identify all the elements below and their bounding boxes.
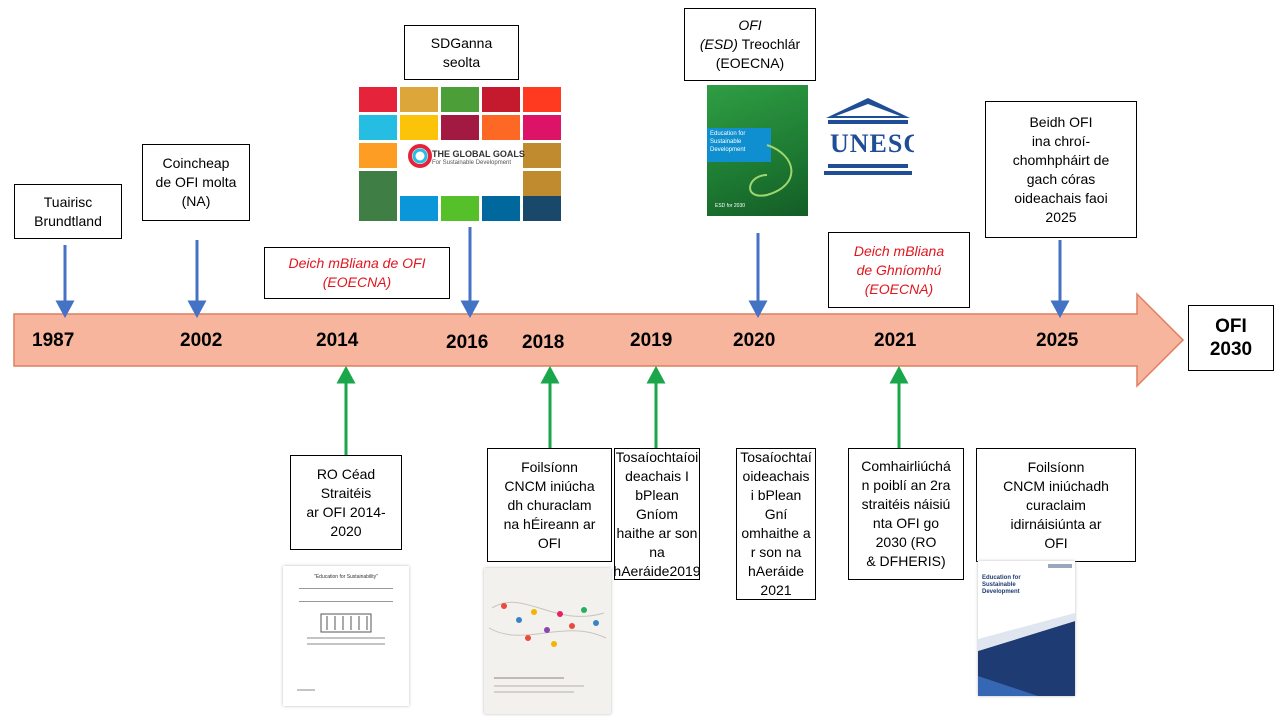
- roadmap-line1: OFI: [738, 17, 762, 33]
- roadmap-cover-line2: Sustainable: [710, 139, 742, 145]
- strategy-doc-title: "Education for Sustainability": [314, 574, 378, 580]
- intl-review-text: Foilsíonn CNCM iniúchadh curaclaim idirn…: [1003, 458, 1109, 551]
- roadmap-treochlar: Treochlár: [737, 36, 801, 52]
- unesco-logo-text: UNESCO: [830, 129, 914, 158]
- event-climate-plan-2019: Tosaíochtaíoi deachais I bPlean Gníom ha…: [613, 448, 701, 580]
- brundtland-line1: Tuairisc: [43, 193, 93, 210]
- roadmap-esd: (ESD): [699, 36, 738, 52]
- event-decade-esd: Deich mBliana de OFI (EOECNA): [264, 247, 450, 299]
- action-decade-line1: Deich mBliana: [853, 242, 945, 259]
- year-2020: 2020: [733, 330, 776, 351]
- event-roadmap: OFI (ESD) Treochlár (EOECNA): [684, 8, 816, 81]
- action-decade-line2: de Ghníomhú: [856, 261, 942, 278]
- year-2016: 2016: [446, 332, 489, 353]
- unesco-logo: UNESCO: [822, 94, 914, 180]
- ncca-report-cover: [484, 568, 611, 714]
- climate2019-text: Tosaíochtaíoi deachais I bPlean Gníom ha…: [613, 448, 701, 579]
- sdg-goals-image: THE GLOBAL GOALS For Sustainable Develop…: [358, 86, 566, 222]
- roadmap-cover-line1: Education for: [710, 131, 746, 137]
- decade-line1: Deich mBliana de OFI: [288, 255, 426, 271]
- year-1987: 1987: [32, 330, 75, 351]
- intl-review-cover: Education for Sustainable Development: [978, 561, 1075, 696]
- end-label-line2: 2030: [1209, 339, 1253, 360]
- event-concept: Coincheap de OFI molta (NA): [142, 144, 250, 221]
- year-2002: 2002: [180, 330, 223, 351]
- core-text: Beidh OFI ina chroí- chomhpháirt de gach…: [1012, 113, 1110, 225]
- year-2014: 2014: [316, 330, 359, 351]
- sdg-image-subtitle: For Sustainable Development: [432, 160, 512, 166]
- intl-cover-shapes: [978, 564, 1075, 696]
- ncca-cover-dots: [488, 601, 607, 693]
- unesco-temple-icon: [824, 98, 912, 175]
- concept-line2: de OFI molta: [155, 174, 237, 190]
- intl-doc-title: Education for Sustainable Development: [982, 575, 1021, 595]
- roadmap-cover-footer: ESD for 2030: [715, 203, 746, 209]
- roadmap-line2: (ESD) Treochlár: [700, 35, 800, 54]
- year-2025: 2025: [1036, 330, 1079, 351]
- event-public-consultation: Comhairliúchá n poiblí an 2ra straitéis …: [848, 448, 964, 580]
- event-ncca-review: Foilsíonn CNCM iniúcha dh churaclam na h…: [487, 448, 612, 562]
- brundtland-line2: Brundtland: [34, 212, 102, 229]
- sdg-grid-graphic: [359, 87, 561, 221]
- year-2018: 2018: [522, 332, 565, 353]
- roadmap-line3: (EOECNA): [715, 55, 785, 71]
- sdg-image-title: THE GLOBAL GOALS: [432, 149, 525, 159]
- end-label-line1: OFI: [1215, 316, 1247, 337]
- strategy-doc-emblem: [297, 613, 385, 691]
- year-2019: 2019: [630, 330, 673, 351]
- consultation-text: Comhairliúchá n poiblí an 2ra straitéis …: [861, 458, 951, 569]
- event-international-review: Foilsíonn CNCM iniúchadh curaclaim idirn…: [976, 448, 1136, 562]
- concept-line1: Coincheap: [162, 155, 230, 171]
- strategy-document-cover: "Education for Sustainability": [283, 566, 409, 706]
- esd-roadmap-cover: Education for Sustainable Development ES…: [707, 85, 808, 216]
- event-action-decade: Deich mBliana de Ghníomhú (EOECNA): [828, 232, 970, 308]
- event-esd-core: Beidh OFI ina chroí- chomhpháirt de gach…: [985, 101, 1137, 238]
- roadmap-cover-line3: Development: [710, 147, 746, 153]
- concept-line3: (NA): [181, 193, 211, 209]
- event-brundtland: Tuairisc Brundtland: [14, 184, 122, 239]
- sdgs-line2: seolta: [442, 53, 481, 70]
- strategy-doc-subtitle-lines: [299, 588, 393, 602]
- climate2021-text: Tosaíochtaí oideachais i bPlean Gní omha…: [740, 449, 812, 598]
- timeline-arrow: [13, 292, 1185, 388]
- event-sdgs: SDGanna seolta: [404, 25, 519, 80]
- end-label-ofi-2030: OFI 2030: [1188, 305, 1274, 371]
- year-2021: 2021: [874, 330, 917, 351]
- action-decade-line3: (EOECNA): [864, 280, 934, 297]
- event-first-strategy: RO Céad Straitéis ar OFI 2014- 2020: [290, 455, 402, 550]
- ncca-review-text: Foilsíonn CNCM iniúcha dh churaclam na h…: [503, 458, 596, 551]
- strategy-text: RO Céad Straitéis ar OFI 2014- 2020: [306, 465, 386, 539]
- sdgs-line1: SDGanna: [430, 34, 493, 51]
- roadmap-cover-title: Education for Sustainable Development: [707, 128, 771, 162]
- roadmap-swirl: [749, 144, 793, 197]
- decade-line2: (EOECNA): [322, 274, 392, 290]
- event-climate-plan-2021: Tosaíochtaí oideachais i bPlean Gní omha…: [736, 448, 816, 600]
